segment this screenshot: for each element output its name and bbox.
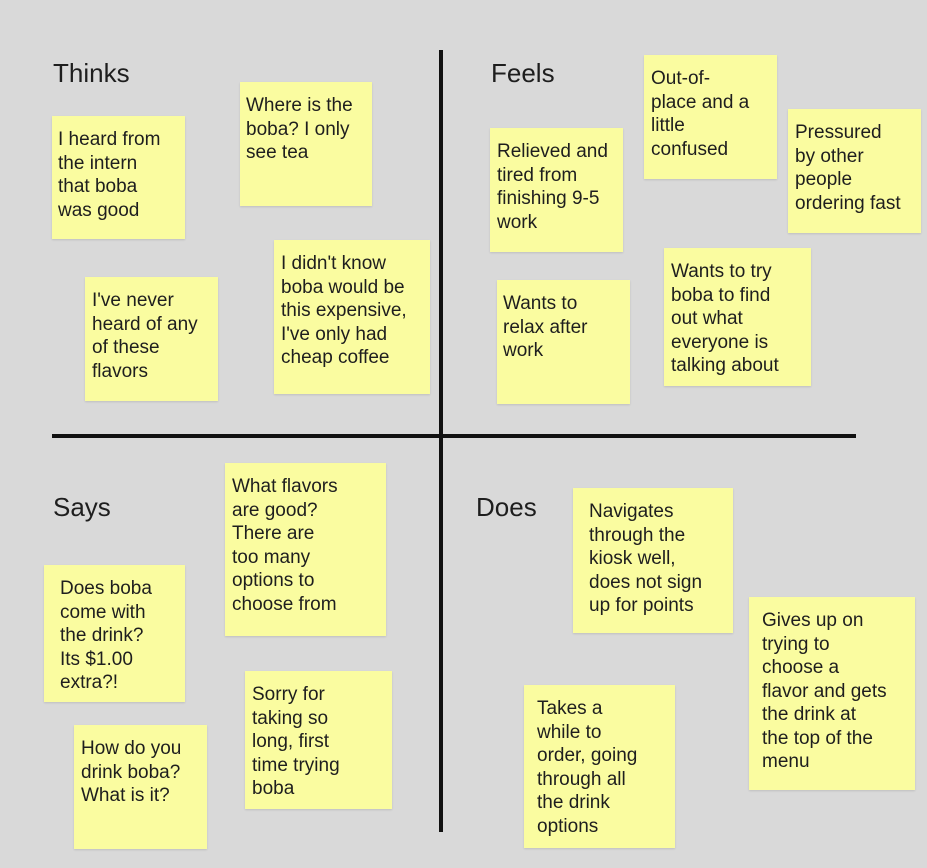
sticky-note-feels-1[interactable]: Out-of- place and a little confused [644,55,777,179]
feels-label: Feels [491,58,555,88]
sticky-note-says-4[interactable]: How do you drink boba? What is it? [74,725,207,849]
does-label: Does [476,492,537,522]
sticky-note-thinks-1[interactable]: I heard from the intern that boba was go… [52,116,185,239]
says-label: Says [53,492,111,522]
sticky-note-feels-4[interactable]: Wants to try boba to find out what every… [664,248,811,386]
sticky-note-says-3[interactable]: Sorry for taking so long, first time try… [245,671,392,809]
sticky-note-does-2[interactable]: Gives up on trying to choose a flavor an… [749,597,915,790]
sticky-note-does-3[interactable]: Takes a while to order, going through al… [524,685,675,848]
sticky-note-feels-5[interactable]: Wants to relax after work [497,280,630,404]
sticky-note-thinks-4[interactable]: I didn't know boba would be this expensi… [274,240,430,394]
sticky-note-thinks-3[interactable]: I've never heard of any of these flavors [85,277,218,401]
sticky-note-thinks-2[interactable]: Where is the boba? I only see tea [240,82,372,206]
sticky-note-feels-3[interactable]: Relieved and tired from finishing 9-5 wo… [490,128,623,252]
sticky-note-says-2[interactable]: Does boba come with the drink? Its $1.00… [44,565,185,702]
thinks-label: Thinks [53,58,130,88]
vertical-axis-line [439,50,443,832]
sticky-note-feels-2[interactable]: Pressured by other people ordering fast [788,109,921,233]
horizontal-axis-line [52,434,856,438]
sticky-note-does-1[interactable]: Navigates through the kiosk well, does n… [573,488,733,633]
sticky-note-says-1[interactable]: What flavors are good? There are too man… [225,463,386,636]
